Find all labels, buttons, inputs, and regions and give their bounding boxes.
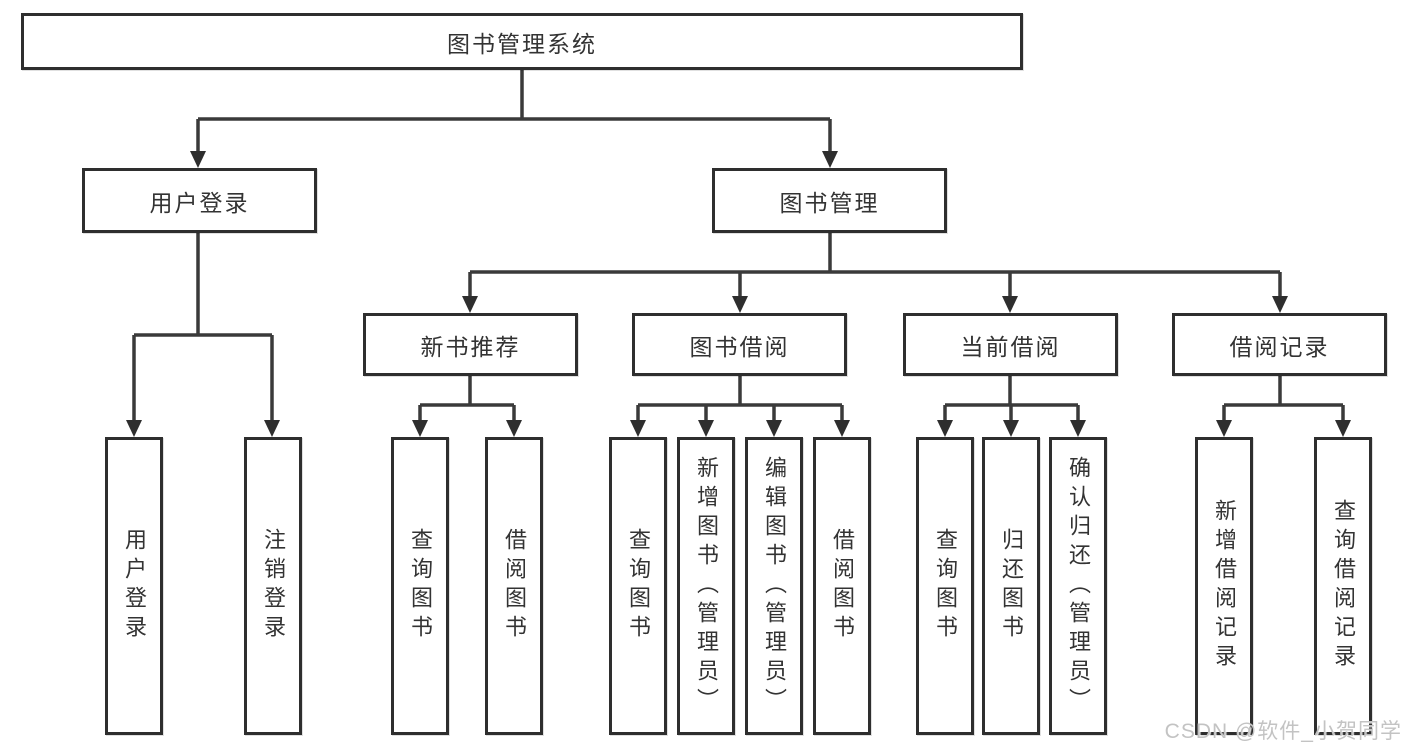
leaf-rec-query-books: 查询图书 — [391, 437, 449, 735]
node-current-borrowing: 当前借阅 — [903, 313, 1118, 376]
leaf-logout-login: 注销登录 — [244, 437, 302, 735]
node-new-book-recommend: 新书推荐 — [363, 313, 578, 376]
node-user-login: 用户登录 — [82, 168, 317, 233]
leaf-borrow-add-books-admin: 新增图书（管理员） — [677, 437, 735, 735]
leaf-current-confirm-return-admin: 确认归还（管理员） — [1049, 437, 1107, 735]
csdn-watermark: CSDN @软件_小贺同学 — [1164, 720, 1402, 743]
leaf-current-return-books: 归还图书 — [982, 437, 1040, 735]
leaf-rec-borrow-books: 借阅图书 — [485, 437, 543, 735]
node-book-borrowing: 图书借阅 — [632, 313, 847, 376]
leaf-borrow-borrow-books: 借阅图书 — [813, 437, 871, 735]
node-borrowing-records: 借阅记录 — [1172, 313, 1387, 376]
leaf-records-query-borrow-record: 查询借阅记录 — [1314, 437, 1372, 735]
arrowhead-icons — [126, 151, 1351, 437]
leaf-borrow-query-books: 查询图书 — [609, 437, 667, 735]
node-library-management-system: 图书管理系统 — [21, 13, 1023, 70]
node-book-management: 图书管理 — [712, 168, 947, 233]
leaf-borrow-edit-books-admin: 编辑图书（管理员） — [745, 437, 803, 735]
leaf-user-login: 用户登录 — [105, 437, 163, 735]
leaf-records-add-borrow-record: 新增借阅记录 — [1195, 437, 1253, 735]
leaf-current-query-books: 查询图书 — [916, 437, 974, 735]
